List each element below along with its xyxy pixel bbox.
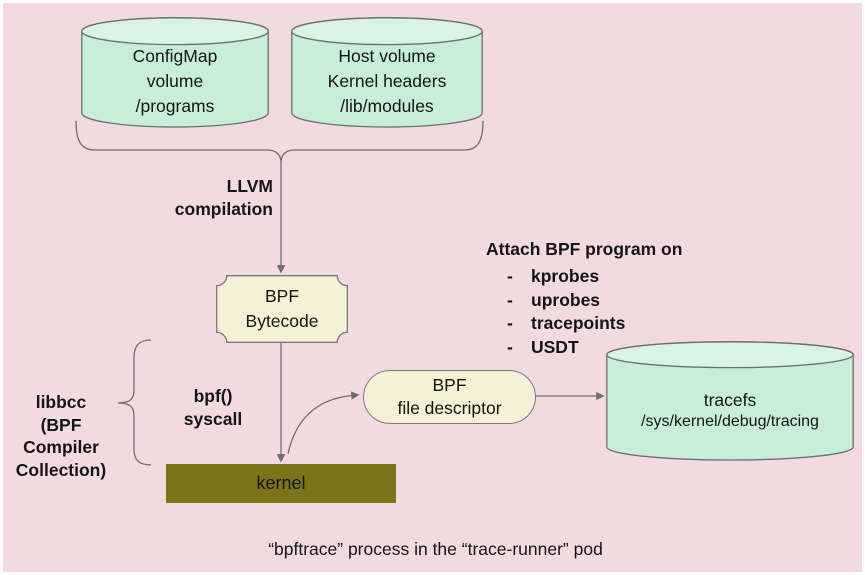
dash-bullet: - [507, 313, 513, 333]
attach-item-label: USDT [531, 336, 579, 357]
diagram-caption: “bpftrace” process in the “trace-runner”… [268, 539, 603, 559]
llvm-line1: LLVM [226, 176, 273, 196]
attach-item-label: uprobes [531, 289, 601, 310]
tracefs-label: tracefs /sys/kernel/debug/tracing [606, 381, 854, 441]
configmap-line3: /programs [135, 95, 215, 116]
bpf-syscall-label: bpf() syscall [158, 385, 268, 431]
tracefs-title: tracefs [703, 390, 757, 410]
syscall-line2: syscall [183, 409, 243, 429]
libbcc-line2: (BPF [40, 414, 82, 435]
fd-line2: file descriptor [397, 398, 502, 418]
libbcc-line4: Collection) [15, 459, 107, 480]
attach-item-label: kprobes [531, 266, 600, 286]
cylinder-shape [606, 341, 854, 461]
attach-item-label: tracepoints [531, 313, 626, 333]
configmap-line2: volume [146, 70, 204, 91]
attach-item-tracepoints: - tracepoints [486, 312, 682, 336]
host-volume-cylinder: Host volume Kernel headers /lib/modules [291, 17, 483, 137]
host-volume-label: Host volume Kernel headers /lib/modules [291, 33, 483, 129]
attach-bpf-list: Attach BPF program on - kprobes - uprobe… [486, 239, 682, 359]
host-volume-line2: Kernel headers [327, 70, 447, 91]
bpf-bytecode-node: BPF Bytecode [216, 275, 348, 343]
libbcc-line3: Compiler [23, 437, 99, 457]
kernel-to-fd-arrow [287, 391, 360, 455]
attach-title: Attach BPF program on [486, 239, 683, 259]
libbcc-label: libbcc (BPF Compiler Collection) [5, 391, 117, 481]
plaque-shape [216, 275, 348, 343]
configmap-volume-cylinder: ConfigMap volume /programs [81, 17, 269, 137]
configmap-line1: ConfigMap [132, 45, 218, 66]
llvm-line2: compilation [174, 199, 273, 219]
attach-item-kprobes: - kprobes [486, 265, 682, 289]
fd-line1: BPF [432, 375, 467, 395]
tracefs-path: /sys/kernel/debug/tracing [641, 413, 819, 430]
tracefs-cylinder: tracefs /sys/kernel/debug/tracing [606, 341, 854, 463]
syscall-line1: bpf() [193, 386, 233, 406]
attach-item-uprobes: - uprobes [486, 289, 682, 313]
host-volume-line3: /lib/modules [340, 95, 434, 116]
kernel-label: kernel [256, 473, 306, 493]
bytecode-line2: Bytecode [245, 311, 319, 331]
dash-bullet: - [507, 289, 513, 310]
bytecode-line1: BPF [264, 286, 300, 306]
bpf-bytecode-label: BPF Bytecode [216, 275, 348, 343]
libbcc-brace [117, 339, 152, 466]
libbcc-line1: libbcc [35, 392, 87, 412]
attach-item-usdt: - USDT [486, 336, 682, 360]
cylinder-shape [81, 17, 269, 128]
bpf-file-descriptor-node: BPF file descriptor [363, 370, 536, 424]
kernel-node: kernel [166, 464, 396, 503]
cylinder-shape [291, 17, 483, 128]
host-volume-line1: Host volume [338, 45, 436, 66]
llvm-compilation-label: LLVM compilation [123, 175, 273, 221]
dash-bullet: - [507, 336, 513, 357]
configmap-volume-label: ConfigMap volume /programs [81, 33, 269, 129]
dash-bullet: - [507, 266, 513, 286]
